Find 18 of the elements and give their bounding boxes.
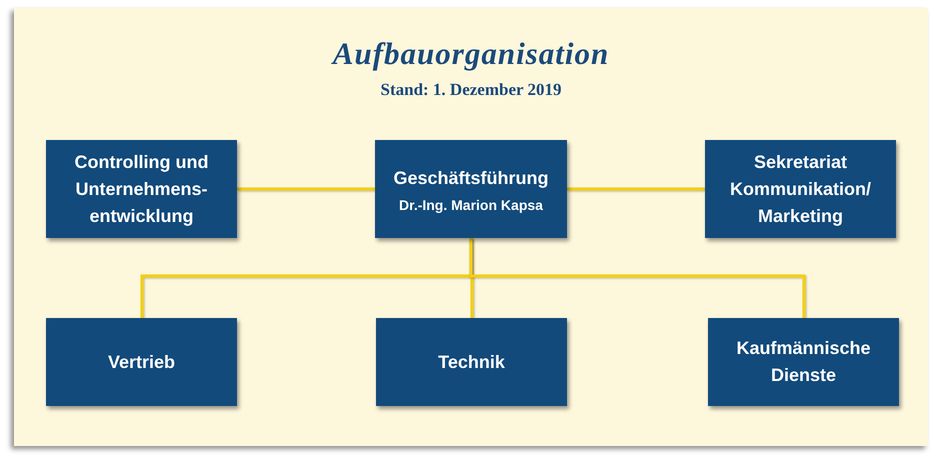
diagram-title: Aufbauorganisation <box>332 36 610 72</box>
org-box <box>708 318 899 406</box>
unit-name: Controlling und Unternehmens- entwicklung <box>74 150 210 228</box>
org-box <box>375 140 567 238</box>
unit-name: Geschäftsführung <box>393 166 548 190</box>
unit-name: Sekretariat Kommunikation/ Marketing <box>728 150 872 228</box>
connector-line <box>470 238 806 318</box>
org-box <box>46 140 237 238</box>
unit-name: Technik <box>438 350 505 374</box>
org-box <box>376 318 567 406</box>
connector-line <box>237 188 375 190</box>
org-box <box>46 318 237 406</box>
org-box <box>705 140 896 238</box>
unit-name: Vertrieb <box>108 350 176 374</box>
date-subtitle: Stand: 1. Dezember 2019 <box>380 80 562 100</box>
connector-line <box>567 188 705 190</box>
person-name: Dr.-Ing. Marion Kapsa <box>399 196 543 214</box>
unit-name: Kaufmännische Dienste <box>735 337 872 387</box>
